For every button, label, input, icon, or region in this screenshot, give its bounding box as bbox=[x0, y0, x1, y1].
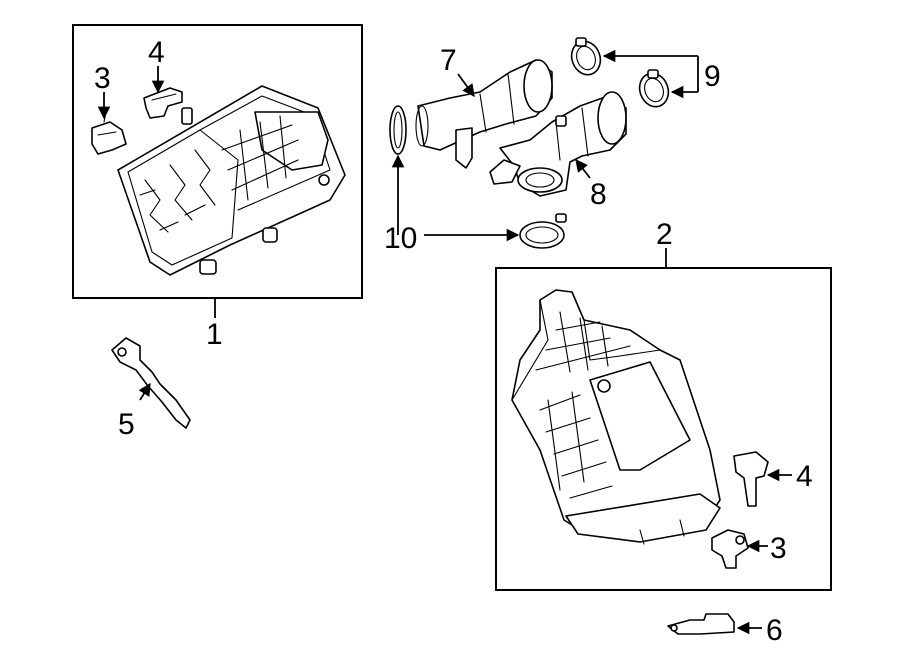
bracket-4-right bbox=[733, 451, 769, 507]
bracket-4-left bbox=[143, 87, 183, 119]
air-duct-8 bbox=[489, 91, 627, 197]
bracket-6 bbox=[667, 613, 735, 635]
clamp-10-band bbox=[519, 213, 567, 249]
air-cleaner-housing-left bbox=[117, 85, 346, 276]
assembly-1-frame bbox=[72, 24, 363, 299]
sensor-3-right bbox=[711, 529, 749, 569]
sensor-3-left bbox=[91, 111, 127, 155]
callout-3-left: 3 bbox=[94, 62, 111, 95]
callout-10: 10 bbox=[384, 222, 417, 255]
callout-1: 1 bbox=[206, 318, 223, 351]
clamp-9-bottom bbox=[638, 69, 670, 108]
clamp-9-top bbox=[570, 37, 602, 76]
assembly-2-frame bbox=[495, 267, 832, 591]
callout-4-right: 4 bbox=[796, 460, 813, 493]
callout-4-left: 4 bbox=[148, 36, 165, 69]
callout-2: 2 bbox=[656, 218, 673, 251]
air-cleaner-housing-right bbox=[511, 289, 721, 545]
callout-5: 5 bbox=[118, 408, 135, 441]
air-duct-7 bbox=[415, 59, 553, 169]
callout-6: 6 bbox=[766, 614, 783, 647]
callout-8: 8 bbox=[590, 178, 607, 211]
clamp-10-ring bbox=[389, 105, 407, 155]
hose-bracket-5 bbox=[111, 337, 191, 429]
callout-7: 7 bbox=[440, 44, 457, 77]
callout-3-right: 3 bbox=[770, 532, 787, 565]
callout-9: 9 bbox=[704, 60, 721, 93]
